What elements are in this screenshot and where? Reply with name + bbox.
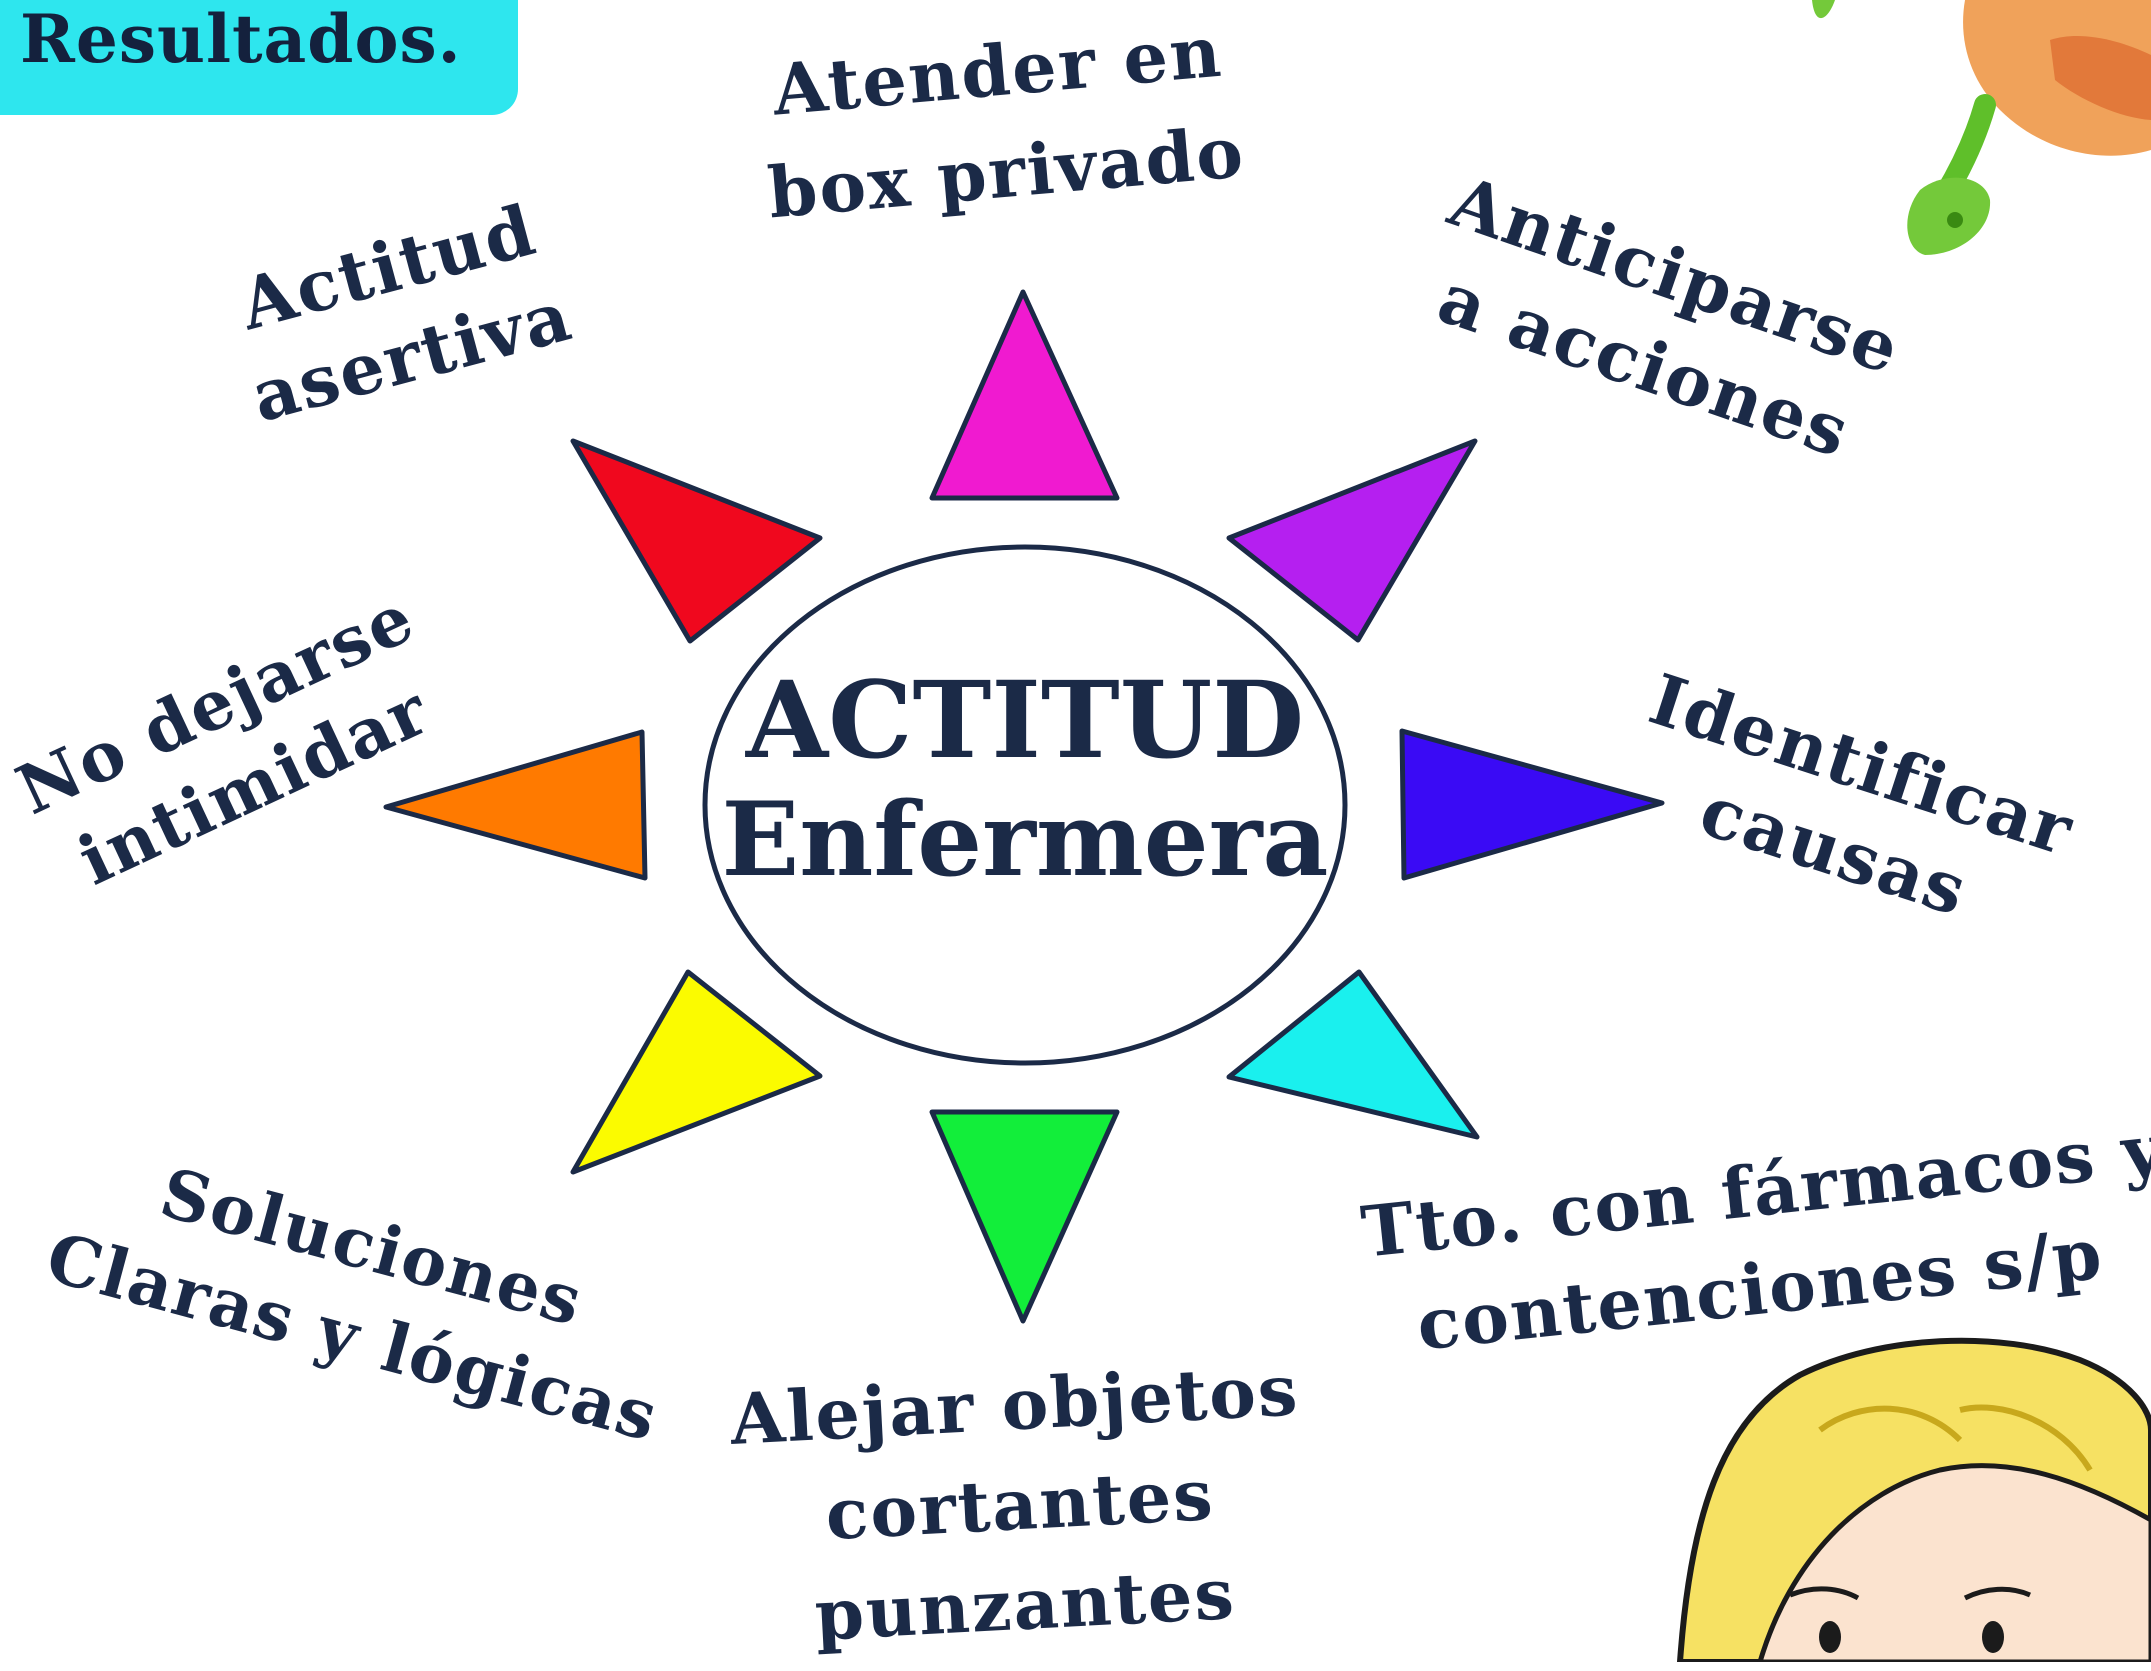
ray-right (1399, 728, 1665, 881)
center-label-line1: ACTITUD (745, 657, 1305, 782)
ray-bottom-right (1226, 969, 1480, 1140)
ray-bottom-left (570, 969, 823, 1175)
ray-top-right (1226, 438, 1478, 643)
cartoon-girl-face (1676, 1337, 2151, 1662)
page-title: Resultados. (20, 0, 462, 78)
center-label-line2: Enfermera (721, 780, 1329, 900)
ray-top-left (570, 438, 823, 644)
ray-top (929, 289, 1120, 501)
ray-bottom (929, 1109, 1120, 1324)
ray-left (383, 729, 648, 881)
center-label: ACTITUD Enfermera (700, 657, 1350, 901)
center-ellipse (702, 544, 1348, 1066)
cartoon-character-legs (1812, 0, 2151, 255)
label-bottom: Alejar objetos cortantes punzantes (728, 1348, 1302, 1657)
header-tab (0, 0, 518, 115)
